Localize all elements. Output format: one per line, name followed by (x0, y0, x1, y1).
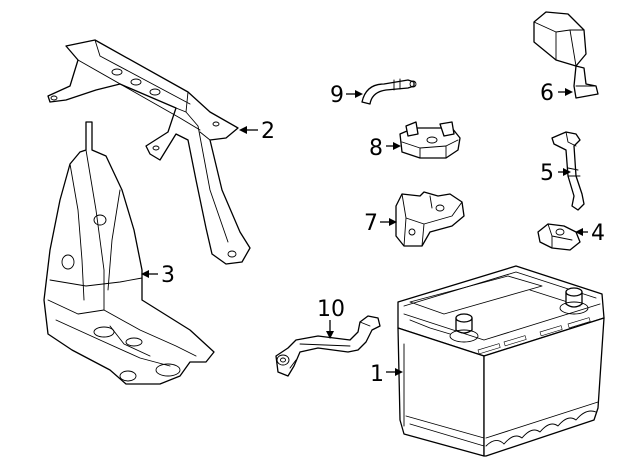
part-9-cable (361, 78, 417, 105)
callout-numbers: 1 2 3 4 5 6 7 8 9 10 (161, 81, 605, 387)
arrow-5-icon (563, 168, 571, 176)
callout-8: 8 (369, 136, 383, 161)
callout-2: 2 (261, 119, 275, 144)
arrow-4-icon (575, 228, 583, 236)
arrow-1-icon (395, 368, 403, 376)
arrow-10-icon (326, 331, 334, 339)
callout-7: 7 (364, 211, 378, 236)
arrow-8-icon (393, 142, 401, 150)
part-10-negative-cable (275, 315, 381, 377)
arrow-3-icon (141, 270, 149, 278)
part-1-battery (397, 265, 605, 457)
part-7-fuse-block (395, 191, 465, 247)
part-8-terminal-clamp (399, 121, 461, 159)
callout-5: 5 (540, 161, 554, 186)
arrow-6-icon (565, 88, 573, 96)
part-2-hold-down-bracket (47, 39, 251, 265)
callout-9: 9 (330, 83, 344, 108)
arrow-9-icon (355, 90, 363, 98)
part-3-battery-tray (43, 121, 215, 385)
callout-3: 3 (161, 263, 175, 288)
arrow-2-icon (239, 126, 247, 134)
part-6-terminal-cover (533, 11, 599, 99)
part-4-clip (537, 223, 581, 251)
callout-10: 10 (317, 297, 345, 322)
callout-leaders (141, 88, 588, 376)
arrow-7-icon (389, 218, 397, 226)
callout-4: 4 (591, 221, 605, 246)
callout-6: 6 (540, 81, 554, 106)
callout-1: 1 (370, 362, 384, 387)
